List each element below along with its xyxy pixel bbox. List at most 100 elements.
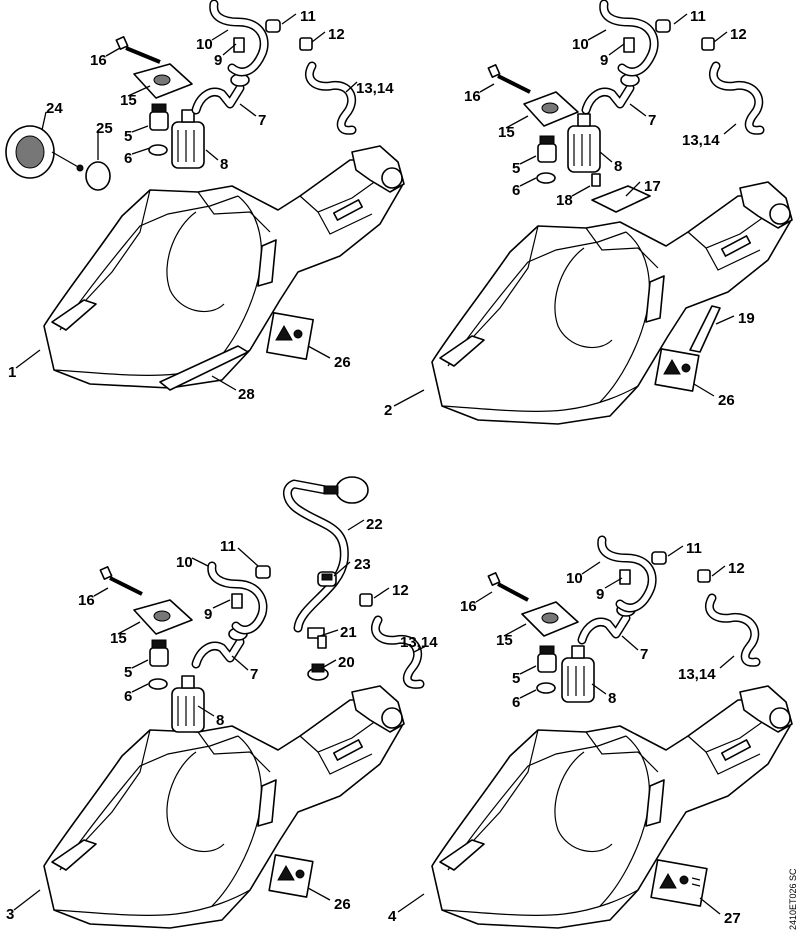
- reference-code: 2410ET026 SC: [788, 868, 798, 930]
- bolt-16b: [487, 64, 531, 94]
- leader-line: [723, 123, 737, 135]
- part-number-label: 7: [250, 666, 258, 683]
- part-number-label: 9: [596, 586, 604, 603]
- leader-line: [581, 561, 601, 575]
- fuel-filter-8: [171, 109, 205, 169]
- part-number-label: 7: [640, 646, 648, 663]
- leader-line: [191, 557, 209, 567]
- leader-line: [307, 345, 331, 359]
- part-number-label: 15: [120, 92, 137, 109]
- pickup-5d: [537, 645, 557, 673]
- part-number-label: 1: [8, 364, 16, 381]
- part-number-label: 7: [258, 112, 266, 129]
- bracket-15c: [133, 599, 193, 635]
- fitting-9d: [619, 569, 631, 585]
- leader-line: [197, 705, 215, 717]
- leader-line: [239, 103, 257, 117]
- o-ring-6d: [536, 682, 556, 694]
- leader-line: [519, 665, 537, 675]
- part-number-label: 10: [566, 570, 583, 587]
- screw-18: [591, 173, 601, 187]
- part-number-label: 27: [724, 910, 741, 927]
- part-number-label: 12: [392, 582, 409, 599]
- part-number-label: 17: [644, 178, 661, 195]
- part-number-label: 4: [388, 908, 397, 925]
- part-number-label: 16: [460, 598, 477, 615]
- housing-1: [43, 145, 405, 389]
- hose-10c: [207, 561, 268, 635]
- leader-line: [345, 81, 358, 93]
- leader-line: [673, 13, 688, 25]
- leader-line: [571, 185, 591, 197]
- housing-2: [431, 181, 793, 425]
- leader-line: [333, 561, 351, 577]
- leader-line: [693, 383, 715, 397]
- pickup-5b: [537, 135, 557, 163]
- leader-line: [211, 375, 237, 391]
- part-number-label: 11: [686, 540, 702, 557]
- part-number-label: 6: [124, 688, 132, 705]
- leader-line: [281, 13, 297, 25]
- grommet-11b: [655, 19, 671, 33]
- part-number-label: 10: [176, 554, 193, 571]
- part-number-label: 26: [334, 354, 351, 371]
- hose-7b: [581, 73, 640, 115]
- leader-line: [519, 177, 537, 187]
- hose-10: [209, 0, 269, 77]
- fitting-9c: [231, 593, 243, 609]
- bolt-16c: [99, 566, 143, 596]
- primer-line-22: [283, 476, 369, 633]
- hose-10d: [597, 535, 657, 613]
- grommet-23: [317, 571, 337, 587]
- leader-line: [608, 43, 625, 56]
- hose-7c: [191, 627, 248, 669]
- leader-line: [131, 683, 149, 693]
- leader-line: [131, 125, 149, 133]
- part-number-label: 13,14: [356, 80, 394, 97]
- leader-line: [15, 349, 41, 369]
- part-number-label: 5: [512, 160, 520, 177]
- pickup-5c: [149, 639, 169, 667]
- part-number-label: 5: [124, 128, 132, 145]
- bracket-15d: [521, 601, 579, 637]
- leader-line: [393, 389, 425, 407]
- leader-line: [311, 31, 326, 43]
- o-ring-6: [148, 144, 168, 156]
- panel-4-artwork: [431, 535, 793, 929]
- leader-line: [117, 621, 141, 635]
- leader-line: [475, 591, 493, 603]
- leader-line: [519, 155, 537, 165]
- tee-21: [307, 627, 327, 649]
- leader-line: [319, 629, 339, 637]
- strip-19: [689, 305, 721, 353]
- part-number-label: 24: [46, 100, 63, 117]
- fuel-filter-8c: [171, 675, 205, 733]
- part-number-label: 6: [512, 694, 520, 711]
- part-number-label: 6: [124, 150, 132, 167]
- leader-line: [237, 547, 259, 567]
- leader-line: [519, 689, 537, 699]
- leader-line: [307, 887, 331, 901]
- part-number-label: 9: [214, 52, 222, 69]
- leader-line: [587, 29, 607, 41]
- leader-line: [212, 599, 231, 609]
- fuel-filter-8d: [561, 645, 595, 703]
- leader-line: [93, 587, 109, 597]
- leader-line: [604, 577, 623, 589]
- grommet-11c: [255, 565, 271, 579]
- grommet-12d: [697, 569, 711, 583]
- part-number-label: 8: [220, 156, 228, 173]
- leader-line: [505, 115, 529, 129]
- o-ring-6b: [536, 172, 556, 184]
- part-number-label: 8: [614, 158, 622, 175]
- leader-line: [205, 149, 219, 161]
- part-number-label: 11: [220, 538, 236, 555]
- part-number-label: 15: [498, 124, 515, 141]
- fuel-pump-24: [5, 125, 84, 179]
- part-number-label: 23: [354, 556, 371, 573]
- hose-13-14c: [370, 615, 425, 689]
- part-number-label: 28: [238, 386, 255, 403]
- leader-line: [625, 181, 641, 197]
- part-number-label: 7: [648, 112, 656, 129]
